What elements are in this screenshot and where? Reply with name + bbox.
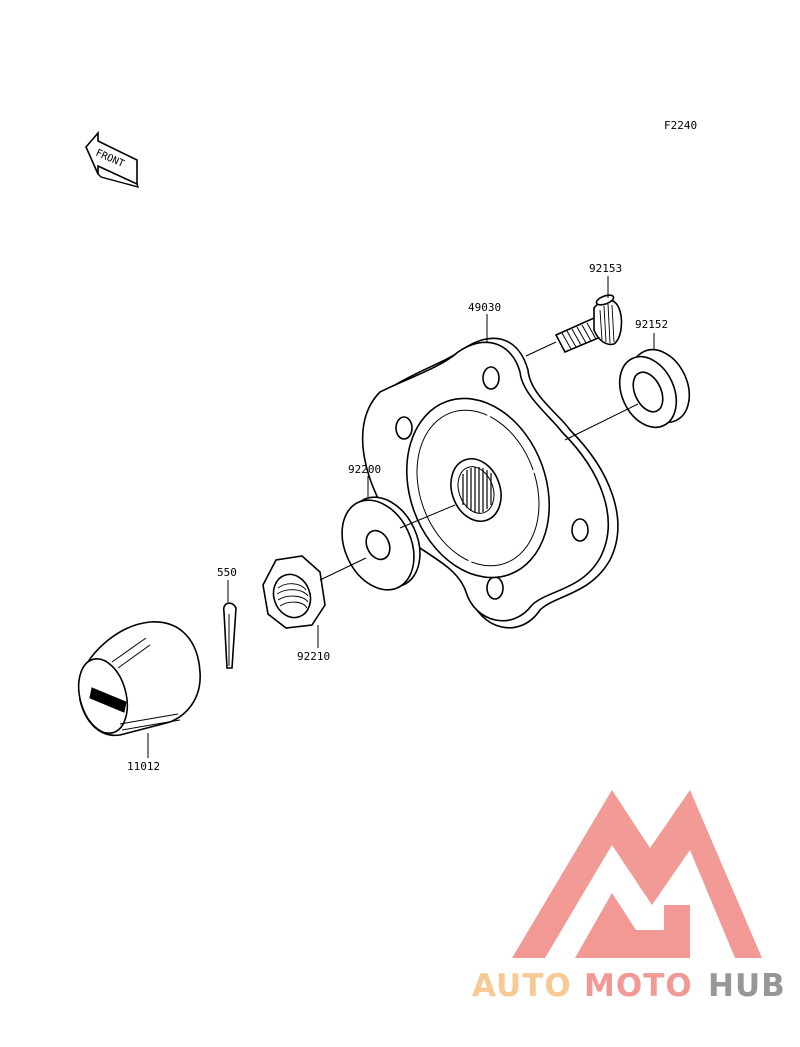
leader-lines — [147, 276, 655, 758]
nut-part[interactable] — [262, 555, 326, 629]
automotohub-logo: AUTO MOTO HUB — [472, 790, 786, 1004]
logo-text-hub: HUB — [708, 968, 786, 1004]
part-label-92152: 92152 — [635, 318, 668, 331]
part-label-92210: 92210 — [297, 650, 330, 663]
figure-code: F2240 — [664, 119, 697, 132]
hub-part[interactable] — [361, 337, 619, 629]
cap-part[interactable] — [71, 621, 201, 739]
part-label-49030: 49030 — [468, 301, 501, 314]
part-label-92153: 92153 — [589, 262, 622, 275]
washer-part[interactable] — [328, 485, 434, 601]
cotter-pin-part[interactable] — [222, 602, 237, 669]
seal-part[interactable] — [609, 340, 701, 436]
assembly-lines — [319, 341, 639, 581]
part-label-550: 550 — [217, 566, 237, 579]
front-arrow-icon: FRONT — [85, 130, 140, 189]
part-label-92200: 92200 — [348, 463, 381, 476]
stud-part[interactable] — [554, 293, 623, 354]
part-label-11012: 11012 — [127, 760, 160, 773]
logo-text-auto: AUTO — [472, 968, 572, 1004]
logo-text-moto: MOTO — [584, 968, 693, 1004]
